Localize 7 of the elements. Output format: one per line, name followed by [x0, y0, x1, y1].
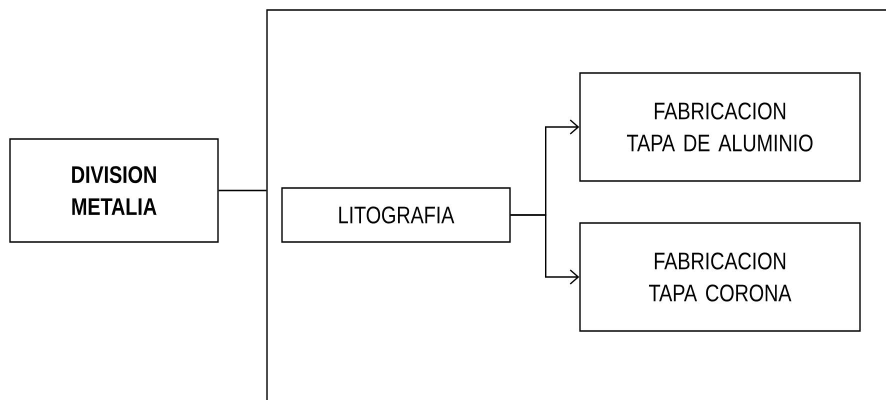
- frame: [266, 9, 886, 400]
- division-box: DIVISION METALIA: [9, 138, 219, 243]
- process-box: FABRICACION TAPA DE ALUMINIO: [579, 72, 861, 182]
- process-box: FABRICACION TAPA CORONA: [579, 222, 861, 332]
- connector: [510, 214, 580, 285]
- connector: [218, 190, 266, 192]
- process-box: LITOGRAFIA: [281, 187, 511, 243]
